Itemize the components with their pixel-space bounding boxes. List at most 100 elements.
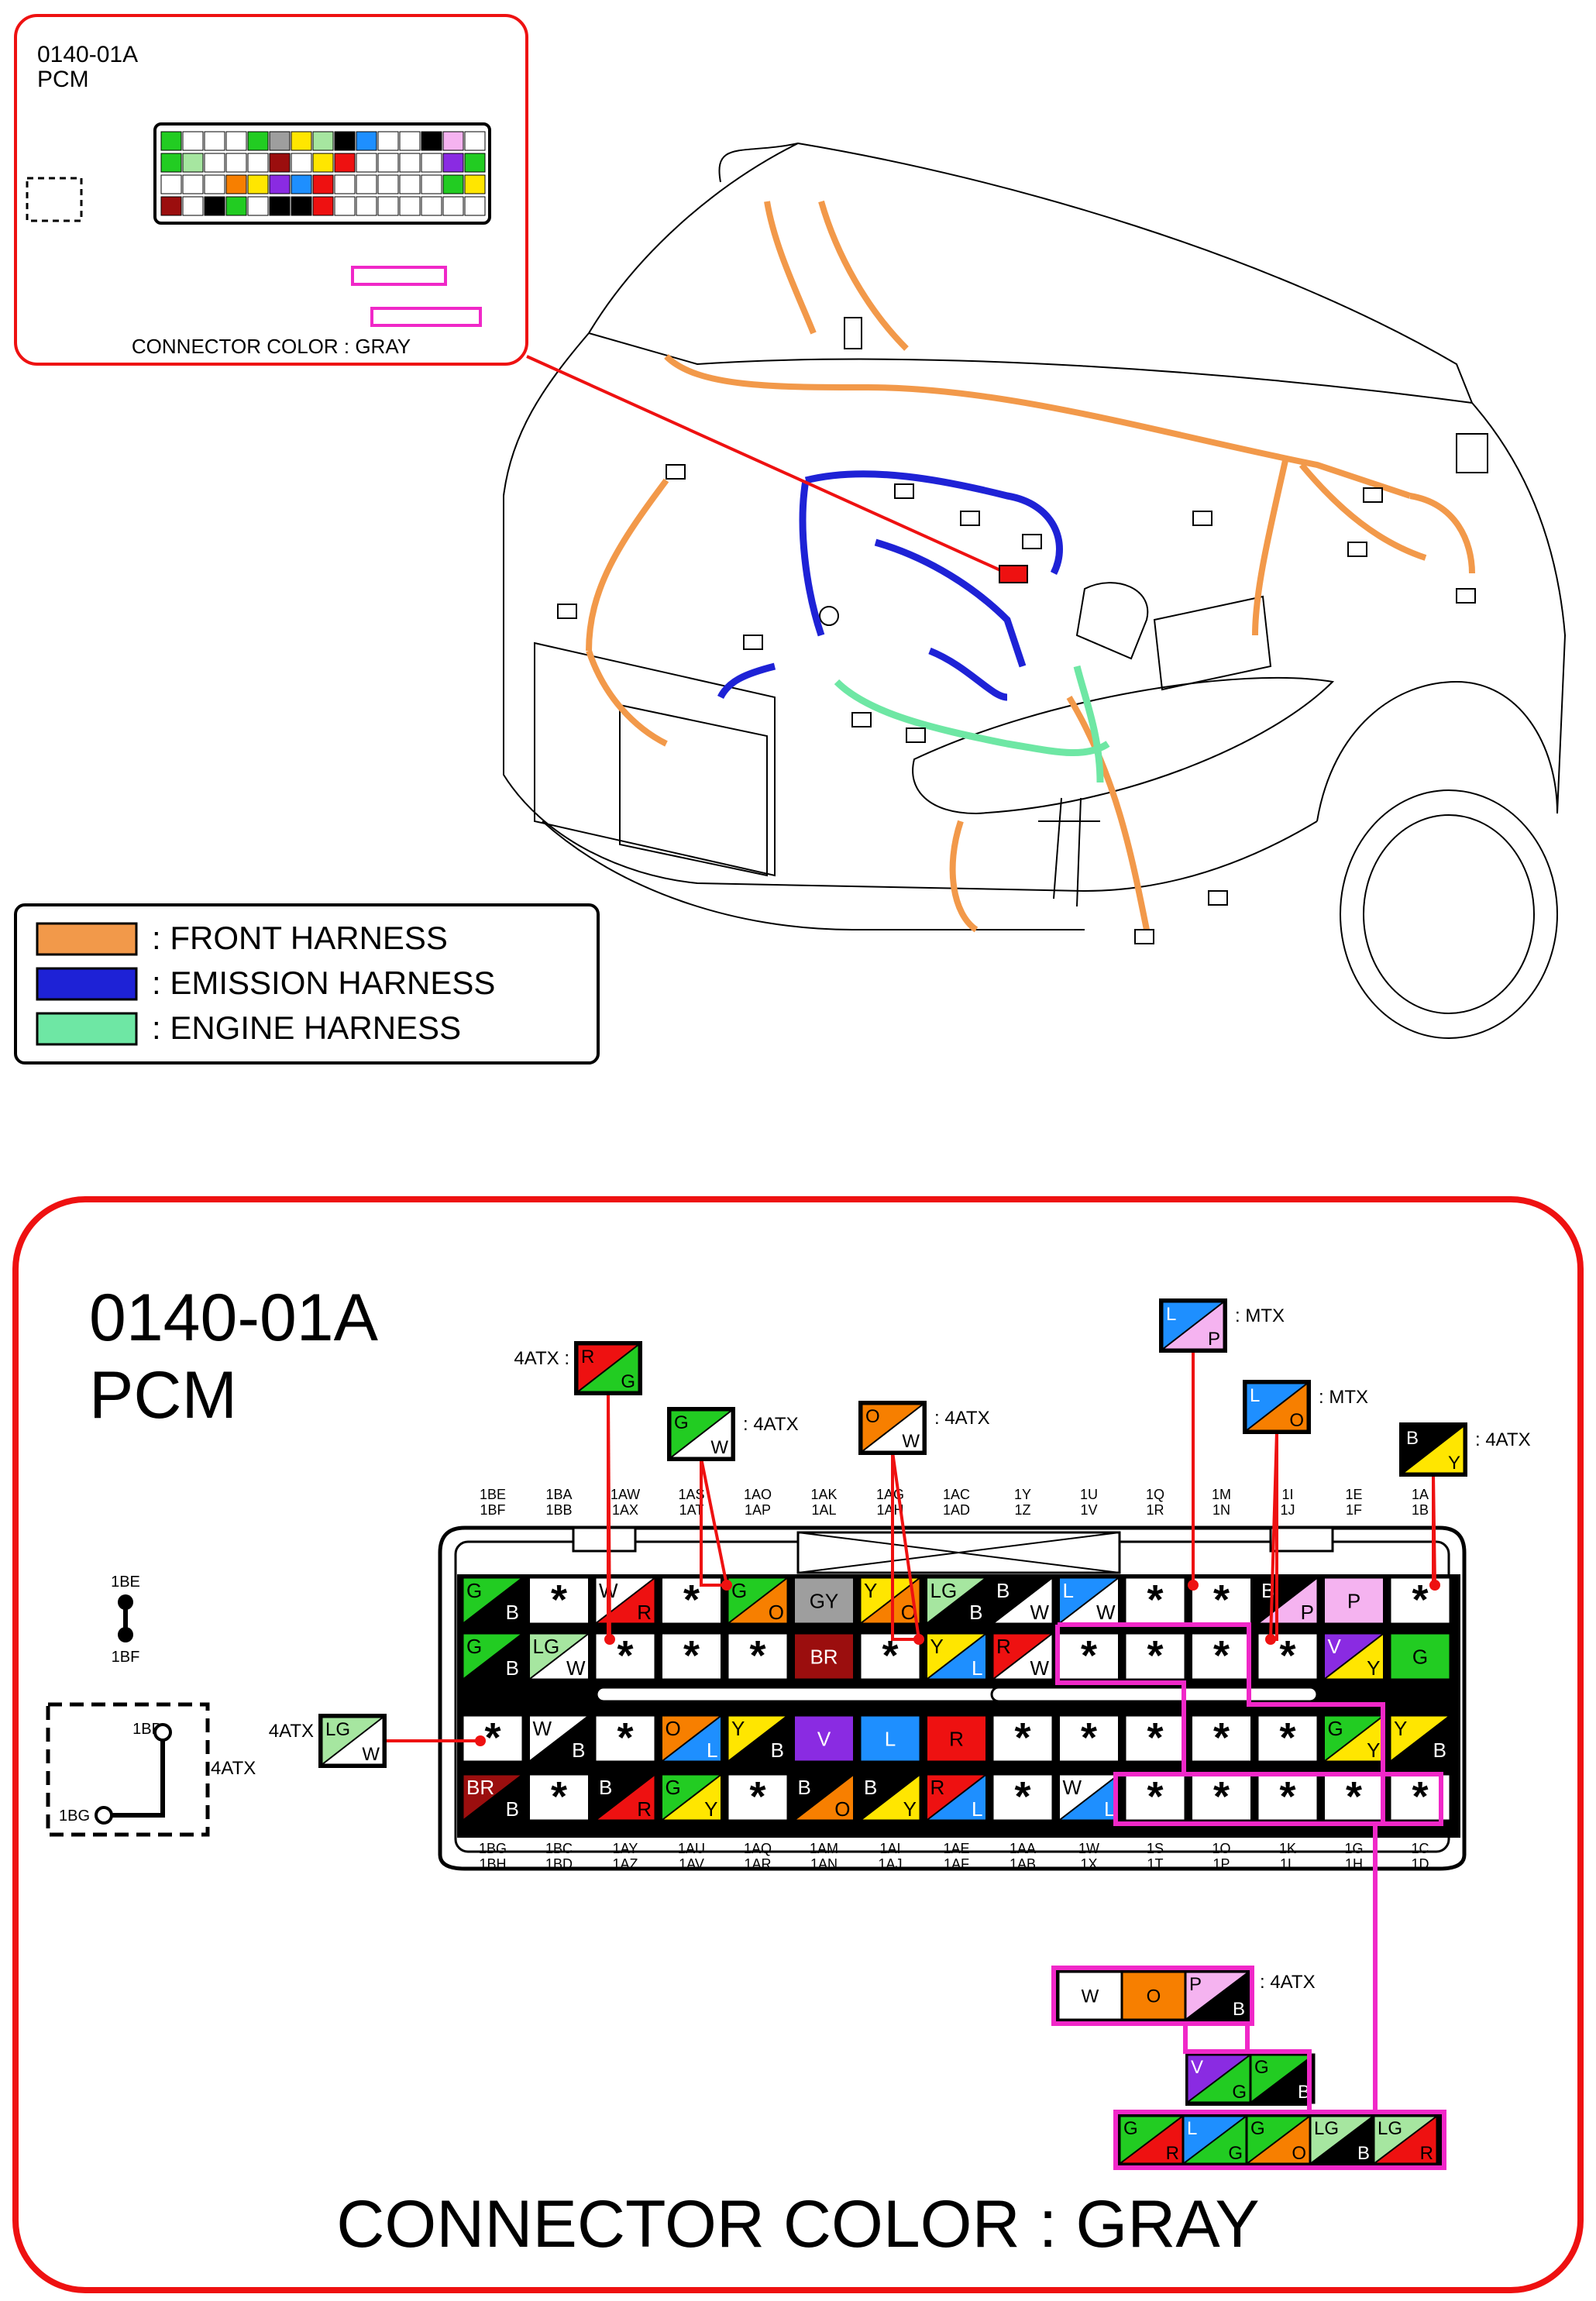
callout-6-wire-stripe: Y — [1448, 1453, 1460, 1474]
sub-pin-r3-2-stripe: G — [1228, 2143, 1243, 2164]
inset-pin — [247, 131, 269, 151]
pin-r1-c12-label: * — [1213, 1577, 1230, 1623]
inset-pin — [377, 174, 399, 194]
inset-pin — [356, 196, 377, 216]
sub-pin-r1-2-label: O — [1147, 1986, 1161, 2007]
pin-r3-c9-label: * — [1014, 1715, 1030, 1761]
inset-pin — [247, 153, 269, 173]
pin-r4-c6-stripe: O — [834, 1797, 850, 1821]
sub-pin-r3-1-primary: G — [1123, 2118, 1138, 2139]
pin-r3-c14-primary: G — [1328, 1717, 1343, 1740]
sub-pin-r2-2: GB — [1249, 2053, 1316, 2104]
pin-r3-c12: * — [1190, 1714, 1253, 1763]
pin-r1-c2-label: * — [551, 1577, 567, 1623]
inset-pin — [421, 153, 442, 173]
pin-r3-c11-label: * — [1147, 1715, 1163, 1761]
pin-r3-c12-label: * — [1213, 1715, 1230, 1761]
pin-r4-c3-stripe: R — [637, 1797, 652, 1821]
callout-6-wire-primary: B — [1406, 1428, 1419, 1449]
sub-pin-r1-1-label: W — [1082, 1986, 1099, 2007]
pin-r4-c4-stripe: Y — [704, 1797, 717, 1821]
callout-7-wire: LGW — [320, 1715, 385, 1766]
pin-r3-c2-primary: W — [533, 1717, 552, 1740]
sub-pin-r3-5: LGR — [1372, 2114, 1439, 2165]
callout-6: BY: 4ATX — [1399, 1422, 1531, 1591]
inset-pin — [182, 153, 204, 173]
inset-pin — [291, 196, 312, 216]
pin-r2-c1-stripe: B — [506, 1656, 519, 1680]
pin-r4-c2-label: * — [551, 1773, 567, 1820]
sub-pin-r3-2: LG — [1182, 2114, 1248, 2165]
vehicle-engine-bay-illustration — [503, 142, 1567, 1039]
callout-1-label: 4ATX : — [514, 1348, 569, 1369]
pin-r4-c11: * — [1123, 1773, 1187, 1822]
pin-r1-c14: P — [1323, 1576, 1385, 1625]
pin-r2-c9-primary: R — [996, 1635, 1011, 1658]
callout-1-wire: RG — [576, 1343, 641, 1394]
pin-r3-c5: YB — [726, 1714, 789, 1763]
pin-r3-c7: L — [858, 1714, 922, 1763]
pin-r1-c1-stripe: B — [506, 1601, 519, 1624]
pin-r4-c4-primary: G — [666, 1776, 681, 1799]
inset-pin — [377, 196, 399, 216]
pin-r4-c9: * — [991, 1773, 1054, 1822]
callout-2-wire-stripe: W — [710, 1437, 728, 1458]
pin-r2-c11: * — [1123, 1632, 1187, 1681]
inset-pin — [421, 196, 442, 216]
inset-pin — [421, 174, 442, 194]
pin-r4-c3-primary: B — [599, 1776, 612, 1799]
sub-pin-r3-5-primary: LG — [1378, 2118, 1402, 2139]
callout-5-wire-stripe: O — [1289, 1410, 1304, 1431]
pin-r3-c9: * — [991, 1714, 1054, 1763]
callout-2-label: : 4ATX — [743, 1414, 799, 1435]
inset-pin — [182, 174, 204, 194]
legend-label: : EMISSION HARNESS — [152, 965, 495, 1001]
sub-connector-outline — [1113, 2110, 1446, 2170]
callout-4: LP: MTX — [1159, 1298, 1285, 1591]
inset-pin — [312, 174, 334, 194]
sub-pin-r1-2: O — [1120, 1970, 1187, 2021]
pin-r3-c6-label: V — [817, 1727, 831, 1750]
inset-pin — [464, 174, 486, 194]
pin-r2-c5: * — [726, 1632, 789, 1681]
pin-r1-c7-stripe: O — [901, 1601, 917, 1624]
callout-1: RG 4ATX : — [514, 1341, 642, 1645]
pin-r2-c6: BR — [793, 1632, 855, 1681]
sub-pin-r2-1: VG — [1185, 2053, 1252, 2104]
dashed-box-label: 4ATX — [211, 1758, 256, 1779]
pin-r2-c15-label: G — [1412, 1645, 1428, 1668]
pin-r4-c8-primary: R — [930, 1776, 945, 1799]
pin-r1-c4: * — [660, 1576, 723, 1625]
pin-r2-c4: * — [660, 1632, 723, 1681]
sub-pin-r3-1-stripe: R — [1166, 2143, 1179, 2164]
pin-r2-c9: RW — [991, 1632, 1054, 1681]
pin-r2-c11-label: * — [1147, 1632, 1163, 1679]
sub-pin-r3-1: GR — [1118, 2114, 1185, 2165]
pin-r4-c13: * — [1256, 1773, 1319, 1822]
jumper-top-label: 1BE — [111, 1574, 140, 1591]
callout-1-wire-primary: R — [581, 1347, 594, 1367]
legend-item: : FRONT HARNESS — [36, 920, 448, 956]
sub-pin-r3-2-primary: L — [1187, 2118, 1197, 2139]
callout-5: LO: MTX — [1243, 1380, 1368, 1645]
pin-r4-c7-primary: B — [864, 1776, 877, 1799]
sub-pin-r1-3: PB — [1184, 1970, 1250, 2021]
inset-pin — [312, 153, 334, 173]
inset-pin — [334, 131, 356, 151]
pin-r2-c1-primary: G — [466, 1635, 482, 1658]
pin-r4-c12: * — [1190, 1773, 1253, 1822]
pin-r2-c3: * — [593, 1632, 657, 1681]
pin-r1-c5-primary: G — [731, 1579, 747, 1602]
pin-r2-c2-stripe: W — [566, 1656, 586, 1680]
